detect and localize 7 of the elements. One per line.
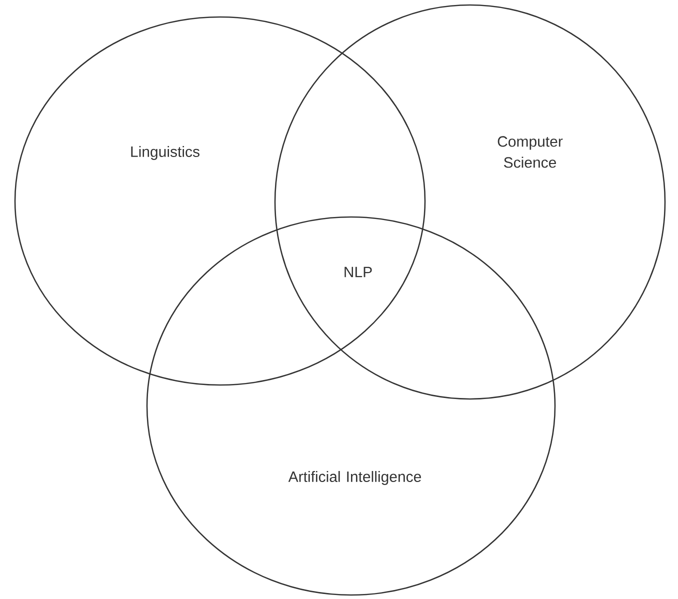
circle-label: Computer Science bbox=[498, 136, 563, 168]
overlap-label: NLP bbox=[344, 266, 372, 278]
circle bbox=[274, 4, 666, 400]
circle bbox=[14, 16, 426, 386]
circle-label: Linguistics bbox=[131, 146, 200, 160]
circle-label: Artificial Intelligence bbox=[288, 471, 421, 485]
circle bbox=[146, 216, 556, 596]
